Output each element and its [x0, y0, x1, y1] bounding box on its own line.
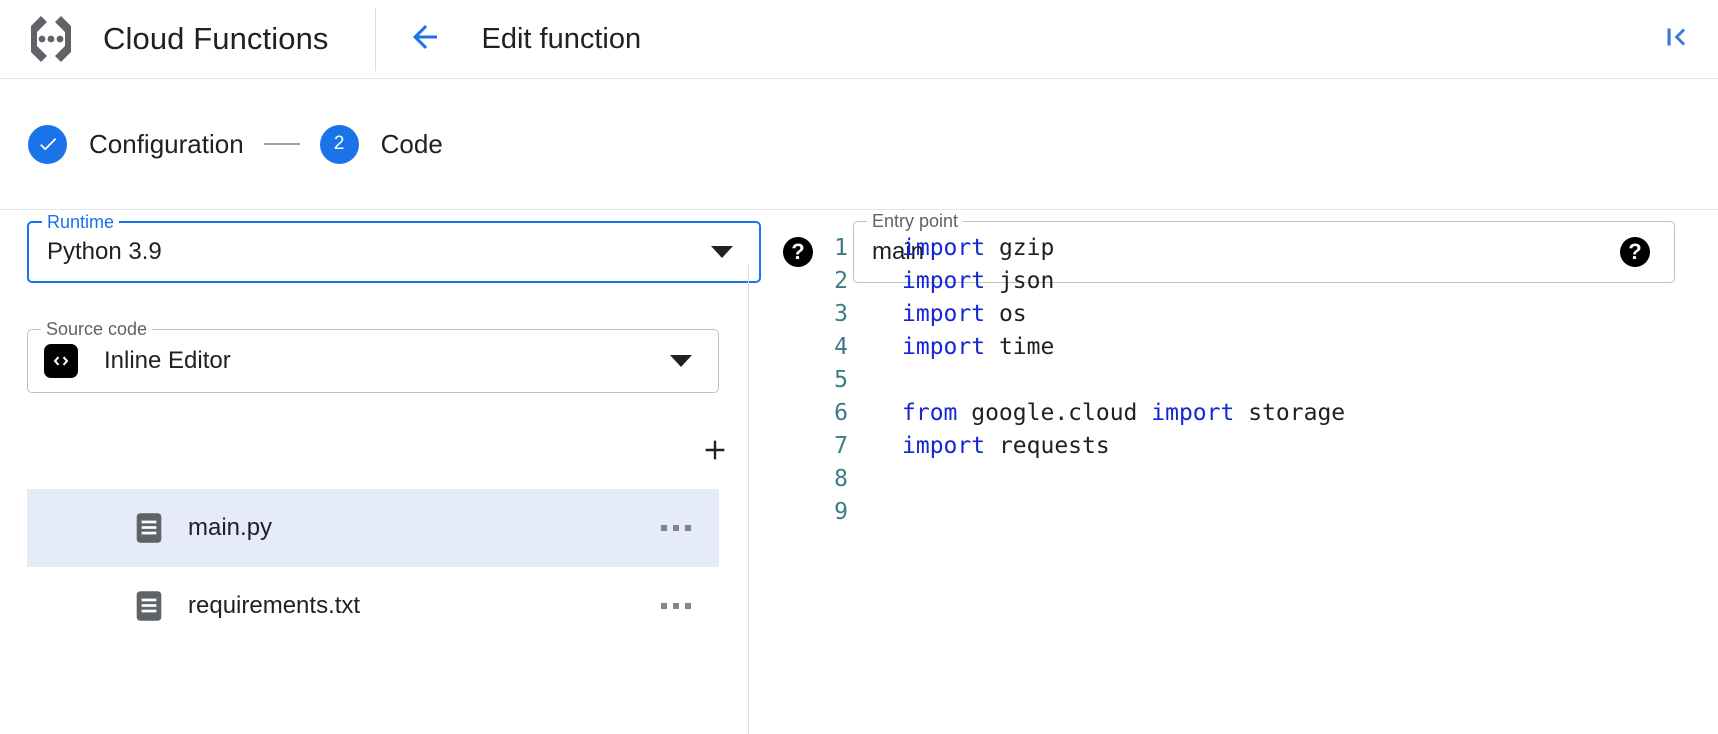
cloud-functions-logo-icon — [23, 11, 79, 67]
plus-icon — [699, 434, 731, 471]
line-number: 4 — [834, 334, 848, 360]
back-button[interactable] — [401, 15, 449, 63]
content-area: Runtime Python 3.9 ? Source code Inline … — [0, 210, 1718, 734]
line-number: 7 — [834, 433, 848, 459]
more-horizontal-icon[interactable] — [661, 603, 691, 609]
step-configuration-marker — [28, 124, 67, 164]
code-line-text: import gzip — [902, 235, 1055, 261]
page-title: Edit function — [481, 22, 642, 55]
right-pane: Entry point main ? 1 import gzip 2 import j… — [783, 210, 1718, 726]
runtime-row: Runtime Python 3.9 ? — [27, 212, 813, 283]
code-brackets-icon — [44, 344, 78, 378]
inline-code-editor[interactable]: 1 import gzip 2 import json 3 import os 4 impor… — [818, 232, 1718, 726]
file-name: requirements.txt — [188, 592, 361, 619]
entry-point-value: main — [872, 238, 925, 265]
document-icon — [134, 590, 164, 622]
code-line: 7 import requests — [818, 430, 1718, 463]
code-line-text: import json — [902, 268, 1055, 294]
step-code[interactable]: 2 Code — [319, 124, 443, 164]
file-list: main.py requirements.txt — [27, 489, 719, 645]
line-number: 2 — [834, 268, 848, 294]
step-connector — [263, 143, 300, 145]
file-name: main.py — [188, 514, 273, 541]
add-file-button[interactable] — [695, 432, 735, 472]
source-code-label: Source code — [41, 319, 153, 339]
runtime-select[interactable]: Runtime Python 3.9 — [27, 212, 761, 283]
step-code-label: Code — [380, 128, 443, 159]
step-configuration-label: Configuration — [89, 128, 244, 159]
chevron-down-icon[interactable] — [670, 355, 692, 367]
first-page-collapse-icon — [1659, 20, 1693, 59]
code-line: 3 import os — [818, 298, 1718, 331]
code-line: 1 import gzip — [818, 232, 1718, 265]
document-icon — [134, 512, 164, 544]
wizard-stepper: Configuration 2 Code — [0, 79, 1718, 210]
file-row-requirements-txt[interactable]: requirements.txt — [27, 567, 719, 645]
code-line-text: import os — [902, 301, 1027, 327]
source-code-select[interactable]: Source code Inline Editor — [27, 319, 719, 393]
entry-point-input[interactable]: Entry point main ? — [853, 211, 1675, 283]
code-line: 4 import time — [818, 331, 1718, 364]
entry-point-help-icon[interactable]: ? — [1620, 237, 1650, 267]
code-line: 5 — [818, 364, 1718, 397]
code-line-text: import time — [902, 334, 1055, 360]
code-line: 6 from google.cloud import storage — [818, 397, 1718, 430]
left-pane: Runtime Python 3.9 ? Source code Inline … — [0, 210, 813, 734]
entry-point-label: Entry point — [867, 211, 964, 231]
runtime-value: Python 3.9 — [47, 238, 162, 265]
pane-divider — [748, 265, 749, 734]
step-configuration[interactable]: Configuration — [28, 124, 244, 164]
line-number: 5 — [834, 367, 848, 393]
more-horizontal-icon[interactable] — [661, 525, 691, 531]
code-line: 2 import json — [818, 265, 1718, 298]
line-number: 9 — [834, 499, 848, 525]
chevron-down-icon[interactable] — [711, 246, 733, 258]
app-header: Cloud Functions Edit function — [0, 0, 1718, 79]
code-line-text: import requests — [902, 433, 1110, 459]
line-number: 1 — [834, 235, 848, 261]
file-row-main-py[interactable]: main.py — [27, 489, 719, 567]
line-number: 6 — [834, 400, 848, 426]
code-line: 9 — [818, 496, 1718, 529]
brand[interactable]: Cloud Functions — [0, 0, 329, 78]
line-number: 8 — [834, 466, 848, 492]
product-title: Cloud Functions — [103, 21, 329, 56]
source-code-value: Inline Editor — [104, 347, 231, 374]
line-number: 3 — [834, 301, 848, 327]
runtime-help-icon[interactable]: ? — [783, 237, 813, 267]
header-divider — [374, 7, 376, 71]
code-line-text: from google.cloud import storage — [902, 400, 1346, 426]
arrow-left-icon — [407, 19, 443, 60]
code-line: 8 — [818, 463, 1718, 496]
runtime-label: Runtime — [42, 212, 120, 232]
collapse-panel-button[interactable] — [1654, 17, 1698, 61]
step-code-marker: 2 — [319, 124, 359, 164]
